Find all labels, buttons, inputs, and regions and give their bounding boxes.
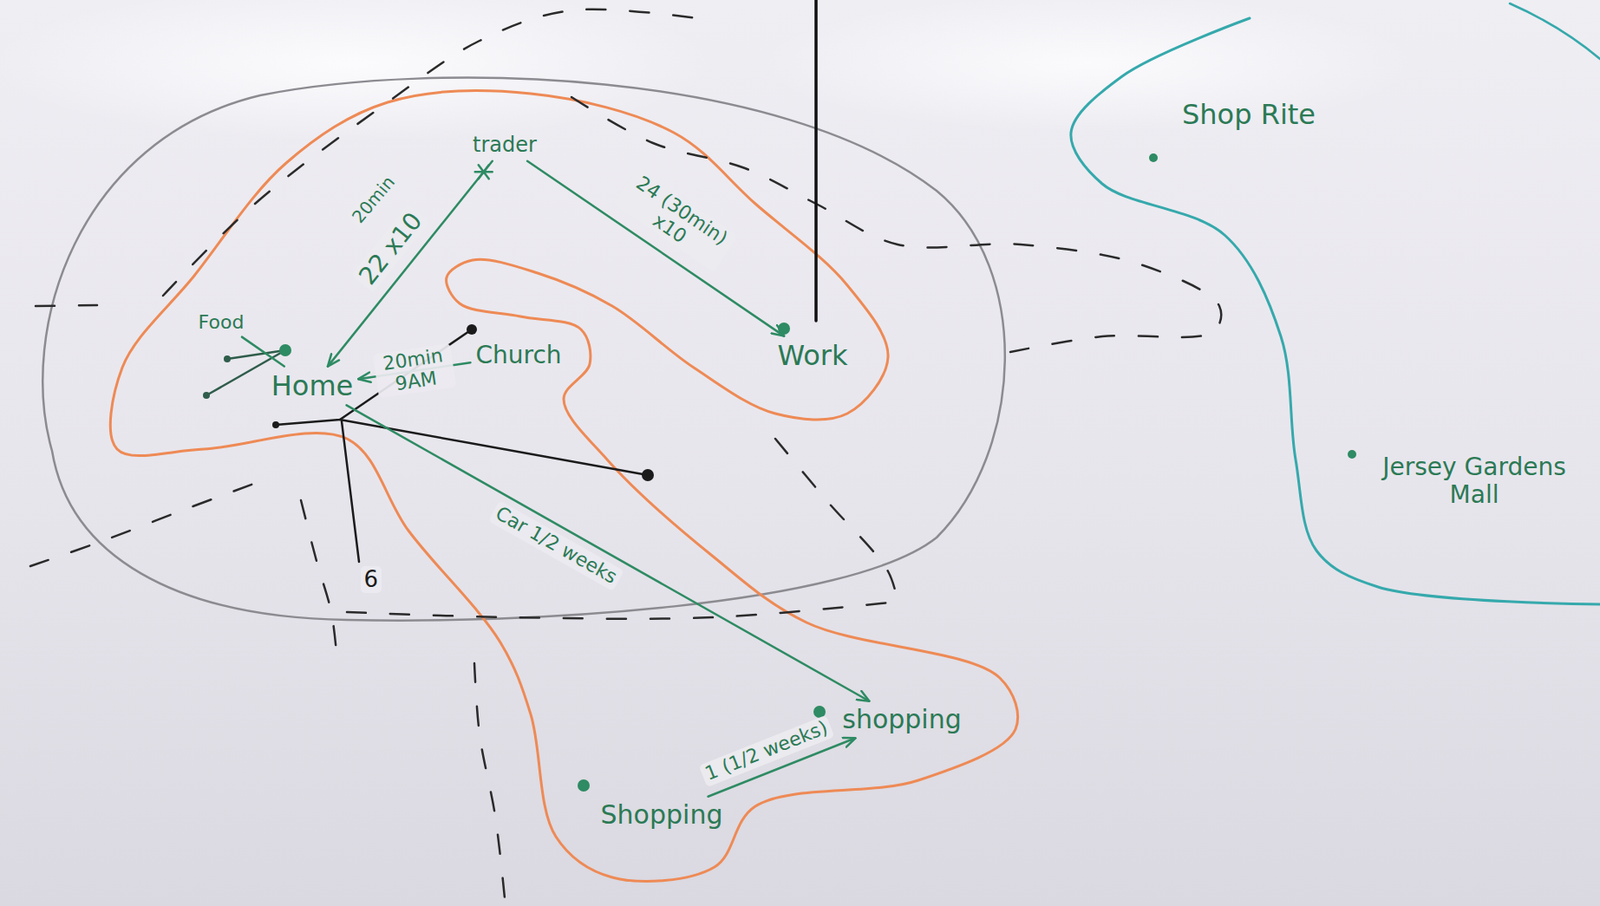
- place-dot: [641, 469, 654, 482]
- dashed-line: [346, 601, 898, 620]
- place-name: Shop Rite: [1182, 98, 1316, 131]
- edge-label: 20min 9AM: [372, 343, 457, 399]
- edge-label: Car 1/2 weeks: [489, 501, 625, 592]
- place-node: shopping: [836, 701, 967, 739]
- place-name: shopping: [842, 705, 961, 736]
- place-name: Shopping: [600, 800, 724, 831]
- marker-line: [341, 421, 360, 562]
- dashed-line: [300, 500, 337, 654]
- boundary-curve: [1071, 18, 1600, 605]
- place-name: trader: [472, 133, 537, 158]
- place-node: Home: [266, 366, 360, 406]
- place-dot: [1149, 153, 1158, 163]
- place-node: Shop Rite: [1176, 95, 1321, 135]
- place-name: Food: [198, 311, 245, 334]
- boundary-curve: [1509, 3, 1600, 59]
- place-node: Food: [193, 307, 250, 337]
- place-dot: [1347, 450, 1357, 459]
- place-name: Work: [777, 339, 848, 373]
- place-dot: [577, 779, 590, 792]
- place-name: Home: [271, 370, 354, 403]
- dashed-line: [775, 438, 898, 602]
- place-dot: [223, 355, 231, 363]
- place-name: Jersey Gardens Mall: [1375, 453, 1574, 510]
- edge-label: 1 (1/2 weeks): [698, 714, 836, 787]
- place-node: Church: [470, 338, 567, 373]
- note-label: 6: [360, 566, 383, 594]
- route-arrow: [527, 161, 784, 337]
- route-arrow: [327, 161, 493, 367]
- dashed-line: [30, 479, 266, 567]
- place-node: Shopping: [595, 796, 729, 835]
- place-node: Jersey Gardens Mall: [1370, 450, 1579, 513]
- route-arrow: [346, 404, 870, 701]
- place-node: trader: [467, 130, 543, 162]
- edge-label: 24 (30min) x10: [612, 167, 738, 273]
- dashed-line: [474, 663, 505, 899]
- region-outline: [42, 78, 1006, 621]
- dashed-line: [571, 97, 1222, 353]
- dashed-line: [163, 9, 715, 296]
- route-arrow: [241, 337, 285, 367]
- place-dot: [279, 344, 292, 357]
- dashed-line: [35, 305, 98, 307]
- place-dot: [272, 421, 280, 429]
- place-node: Work: [771, 336, 853, 376]
- place-name: Church: [475, 341, 562, 370]
- place-dot: [202, 391, 210, 399]
- marker-line: [814, 0, 818, 321]
- note-label: 20min: [345, 169, 401, 230]
- place-dot: [466, 324, 477, 335]
